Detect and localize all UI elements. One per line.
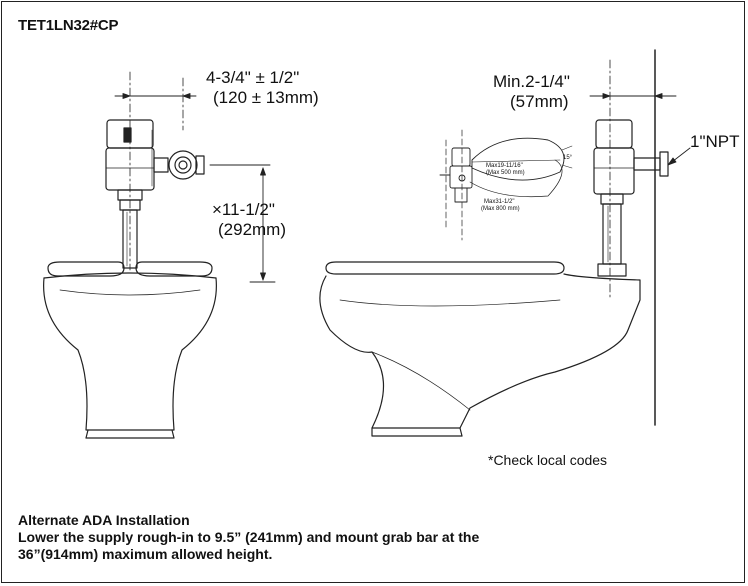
vertical-dimension-label: ×11-1/2"	[212, 200, 275, 219]
front-view-toilet	[43, 71, 217, 439]
ada-line-2: 36”(914mm) maximum allowed height.	[18, 546, 273, 562]
sensor-range-2-label: Max31-1/2"	[484, 199, 515, 205]
sensor-range-detail	[439, 129, 573, 241]
side-view-toilet	[319, 49, 669, 437]
sensor-angle-label: 15°	[563, 155, 573, 161]
vertical-dimension-metric: (292mm)	[218, 220, 287, 239]
model-title: TET1LN32#CP	[18, 17, 119, 34]
horizontal-dimension-label: 4-3/4" ± 1/2"	[206, 68, 300, 87]
sensor-range-1-label: Max19-11/16"	[486, 163, 523, 169]
wall-clearance-metric: (57mm)	[510, 92, 569, 111]
sensor-range-1-metric: (Max 500 mm)	[486, 170, 525, 176]
flush-valve-front	[105, 119, 205, 269]
ada-heading: Alternate ADA Installation	[18, 512, 190, 528]
wall-clearance-label: Min.2-1/4"	[493, 72, 570, 91]
ada-installation-notes: Alternate ADA Installation Lower the sup…	[18, 512, 479, 563]
check-local-codes-note: *Check local codes	[488, 452, 608, 468]
side-dimension-lines	[589, 93, 691, 166]
ada-line-1: Lower the supply rough-in to 9.5” (241mm…	[18, 529, 480, 545]
supply-npt-label: 1"NPT	[690, 132, 740, 151]
front-dimension-lines	[114, 93, 276, 283]
flush-valve-side	[593, 119, 669, 277]
horizontal-dimension-metric: (120 ± 13mm)	[213, 88, 319, 107]
sensor-range-2-metric: (Max 800 mm)	[481, 206, 520, 212]
